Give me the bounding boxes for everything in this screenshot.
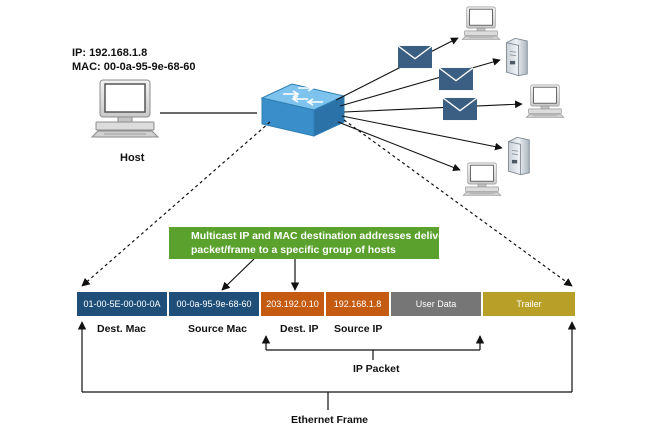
dest-mac-label: Dest. Mac (97, 323, 147, 335)
frame-field-source-ip: 192.168.1.8 (326, 292, 389, 316)
host-computer-icon (91, 79, 159, 138)
host-mac-text: MAC: 00-0a-95-9e-68-60 (72, 61, 196, 73)
envelope-icon (398, 45, 432, 69)
frame-field-dest-mac: 01-00-5E-00-00-0A (77, 292, 167, 316)
envelope-icon (439, 67, 473, 91)
ethernet-frame-label: Ethernet Frame (291, 414, 369, 426)
trailer-value: Trailer (516, 299, 542, 309)
recipient-computer-icon (462, 162, 502, 196)
source-mac-value: 00-0a-95-9e-68-60 (176, 299, 252, 309)
source-ip-value: 192.168.1.8 (333, 299, 382, 309)
network-switch-icon (260, 83, 346, 137)
callout-line-2: packet/frame to a specific group of host… (191, 244, 396, 256)
user-data-value: User Data (415, 299, 457, 309)
frame-field-dest-ip: 203.192.0.10 (261, 292, 324, 316)
frame-field-trailer: Trailer (483, 292, 575, 316)
source-mac-label: Source Mac (188, 323, 247, 335)
host-label: Host (120, 152, 145, 164)
frame-field-user-data: User Data (391, 292, 481, 316)
multicast-callout: Multicast IP and MAC destination address… (169, 227, 449, 259)
dest-ip-label: Dest. IP (280, 323, 319, 335)
dest-mac-value: 01-00-5E-00-00-0A (83, 299, 161, 309)
ip-packet-label: IP Packet (353, 363, 400, 375)
recipient-server-icon (506, 37, 528, 77)
recipient-server-icon (508, 136, 530, 176)
dest-ip-value: 203.192.0.10 (266, 299, 319, 309)
source-ip-label: Source IP (334, 323, 383, 335)
recipient-computer-icon (461, 6, 501, 40)
host-ip-text: IP: 192.168.1.8 (72, 47, 148, 59)
envelope-icon (443, 97, 477, 121)
recipient-computer-icon (525, 84, 565, 118)
callout-line-1: Multicast IP and MAC destination address… (191, 230, 449, 242)
frame-field-source-mac: 00-0a-95-9e-68-60 (169, 292, 259, 316)
